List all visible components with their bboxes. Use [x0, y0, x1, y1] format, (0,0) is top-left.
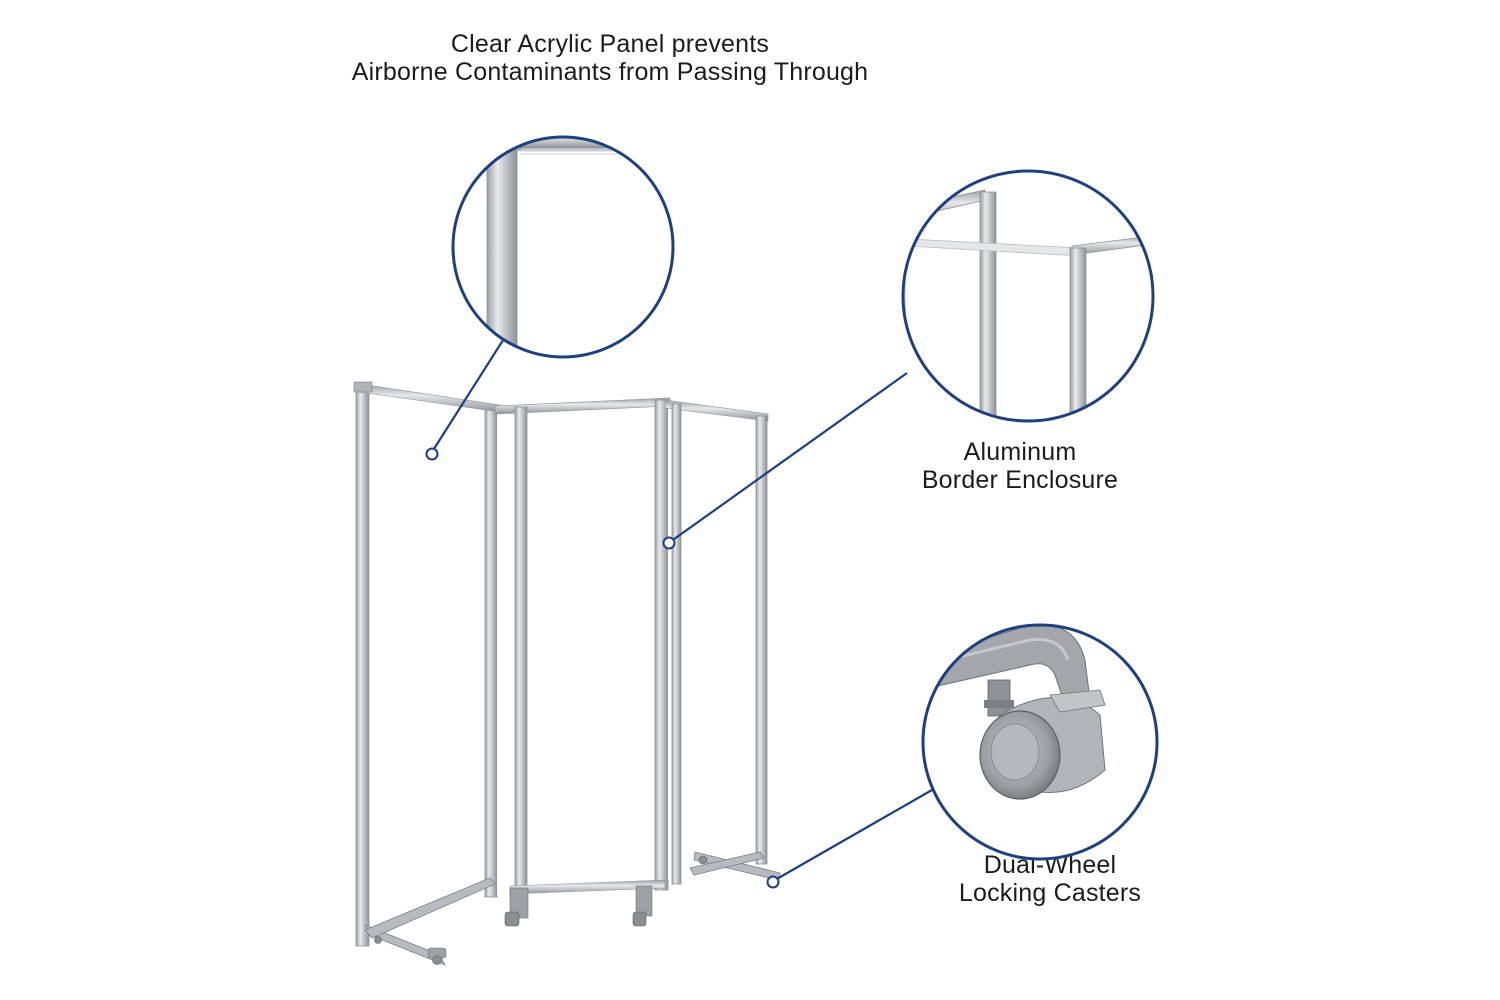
callout-acrylic-line2: Airborne Contaminants from Passing Throu… — [351, 58, 869, 86]
room-divider — [353, 381, 781, 966]
leader-line-acrylic — [431, 336, 506, 453]
callout-dot-icon — [766, 875, 780, 889]
callout-label-acrylic-panel: Clear Acrylic Panel prevents Airborne Co… — [300, 30, 920, 86]
zoom-circle-acrylic-corner — [451, 135, 675, 359]
middle-panel — [494, 397, 671, 927]
callout-dot-icon — [662, 536, 676, 550]
left-panel — [353, 381, 501, 966]
callout-label-aluminum-border: Aluminum Border Enclosure — [880, 438, 1160, 494]
callout-casters-line2: Locking Casters — [958, 879, 1142, 907]
callout-aluminum-line1: Aluminum — [963, 438, 1077, 466]
callout-aluminum-line2: Border Enclosure — [921, 466, 1119, 494]
zoom-circle-aluminum-border — [901, 169, 1155, 423]
callout-acrylic-line1: Clear Acrylic Panel prevents — [450, 30, 770, 58]
callout-dot-icon — [425, 447, 439, 461]
leader-line-aluminum — [669, 372, 908, 543]
leader-line-casters — [774, 789, 933, 881]
right-panel — [664, 399, 781, 885]
zoom-circle-locking-caster — [921, 623, 1159, 861]
callout-leader-lines — [431, 336, 933, 881]
